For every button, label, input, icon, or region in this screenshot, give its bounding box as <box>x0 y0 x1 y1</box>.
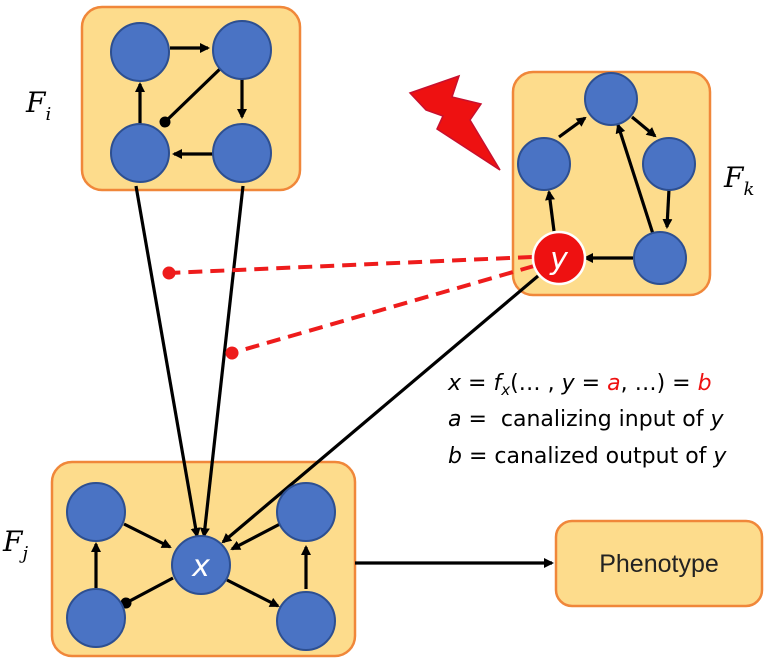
node-y-label: y <box>549 242 569 277</box>
fj-node-top-right <box>276 482 336 542</box>
module-fk-label: Fk <box>723 161 754 200</box>
fj-node-bottom-right <box>276 591 336 651</box>
fk-edge-right-bottom <box>662 188 673 229</box>
fi-node-bottom-left <box>110 123 170 183</box>
formula-line-1: x = fx(… , y = a, …) = b <box>447 371 712 399</box>
edge-y-to-x <box>221 274 540 544</box>
fk-node-left <box>517 137 571 191</box>
fj-edge-x-bl-inhibit <box>120 576 174 609</box>
fi-node-bottom-right <box>212 123 272 183</box>
node-y <box>531 230 587 286</box>
fj-node-top-left <box>66 482 126 542</box>
fk-edge-y-left <box>545 190 556 232</box>
dashed-edge-y-to-fi-left <box>162 255 533 280</box>
lightning-bolt-icon <box>408 74 501 171</box>
formula-line-2: a = canalizing input of y <box>448 407 724 432</box>
fj-node-bottom-left <box>66 588 126 648</box>
phenotype-label: Phenotype <box>599 550 719 578</box>
formula-line-3: b = canalized output of y <box>448 444 727 469</box>
fj-edge-x-br <box>226 578 280 608</box>
fk-edge-top-right <box>630 115 657 138</box>
fk-edge-bottom-top <box>615 123 655 235</box>
fk-node-top <box>584 72 638 126</box>
fi-node-top-right <box>212 20 272 80</box>
fk-node-right <box>642 137 696 191</box>
fk-edge-left-top <box>558 116 587 139</box>
module-fi-label: Fi <box>25 86 51 125</box>
dashed-edge-y-to-fi-right <box>225 264 535 360</box>
fi-node-top-left <box>110 22 170 82</box>
fj-edge-tr-x <box>230 522 281 551</box>
fi-edge-tr-bl-inhibit <box>159 65 224 128</box>
node-x-label: x <box>191 549 210 584</box>
phenotype-box <box>554 519 764 608</box>
fj-edge-tl-x <box>123 522 172 549</box>
fk-node-bottom <box>633 231 687 285</box>
node-x <box>171 535 231 595</box>
edge-fi-left-to-x <box>134 185 201 538</box>
edge-fi-right-to-x <box>199 185 245 538</box>
module-fj-label: Fj <box>2 525 28 564</box>
